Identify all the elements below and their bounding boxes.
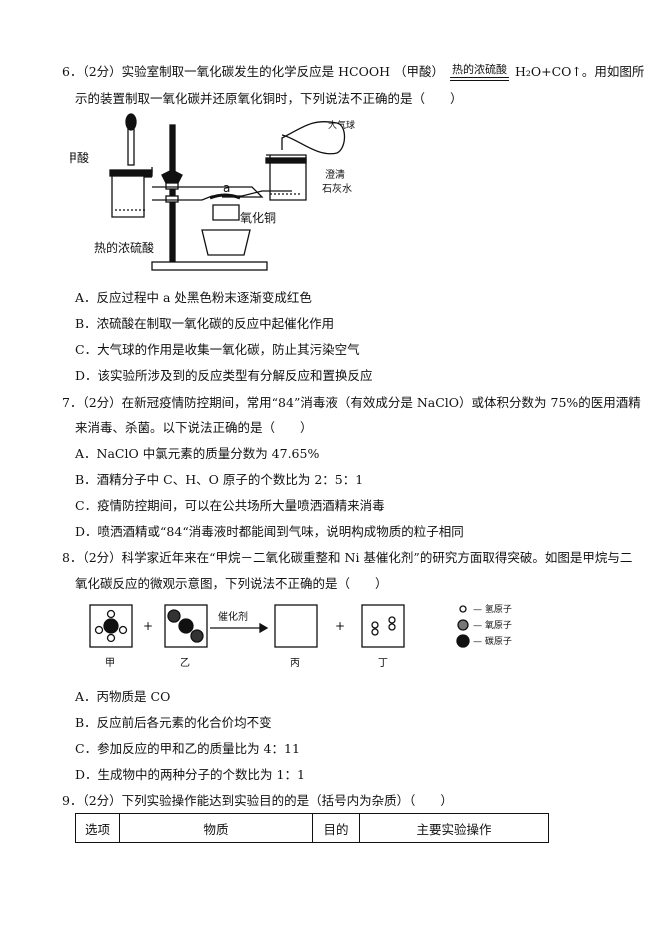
legend-hydrogen: — 氢原子 <box>473 603 512 615</box>
label-bing: 丙 <box>290 658 300 669</box>
q6-option-c: C．大气球的作用是收集一氧化碳，防止其污染空气 <box>75 342 360 357</box>
table-header-row: 选项 物质 目的 主要实验操作 <box>75 813 549 843</box>
q7-option-a: A．NaClO 中氯元素的质量分数为 47.65% <box>75 446 320 461</box>
q7-stem-line2: 来消毒、杀菌。以下说法正确的是（ ） <box>75 420 313 435</box>
q6-option-b: B．浓硫酸在制取一氧化碳的反应中起催化作用 <box>75 316 335 331</box>
q7-stem-line1: 7．（2分）在新冠疫情防控期间，常用“84”消毒液（有效成分是 NaClO）或体… <box>62 395 641 410</box>
q6-stem-line1: 6．（2分）实验室制取一氧化碳发生的化学反应是 HCOOH （甲酸） 热的浓硫酸… <box>62 64 644 81</box>
label-yi: 乙 <box>180 657 190 669</box>
q6-option-a: A．反应过程中 a 处黑色粉末逐渐变成红色 <box>75 290 312 305</box>
q6-suffix: 。用如图所 <box>581 64 645 79</box>
label-hot-acid: 热的浓硫酸 <box>94 240 154 255</box>
q8-stem-line1: 8．（2分）科学家近年来在“甲烷－二氧化碳重整和 Ni 基催化剂”的研究方面取得… <box>62 550 633 565</box>
q6-option-d: D．该实验所涉及到的反应类型有分解反应和置换反应 <box>75 368 373 383</box>
label-balloon: 大气球 <box>328 119 355 131</box>
q7-option-b: B．酒精分子中 C、H、O 原子的个数比为 2：5：1 <box>75 472 364 487</box>
header-purpose: 目的 <box>312 813 360 843</box>
condition-text: 热的浓硫酸 <box>449 63 509 78</box>
reaction-micro-diagram: + 催化剂 + 甲 乙 丙 丁 — 氢原子 — 氧原子 — 碳原子 <box>89 603 512 669</box>
label-jia: 甲 <box>105 658 115 669</box>
legend-carbon: — 碳原子 <box>473 635 512 647</box>
label-formic-acid: 甲酸 <box>70 150 89 165</box>
co-apparatus-figure: 甲酸 热的浓硫酸 a 氧化铜 大气球 澄清 石灰水 <box>70 113 355 271</box>
label-limewater-2: 石灰水 <box>322 182 352 195</box>
label-a: a <box>223 181 230 195</box>
q7-option-c: C．疫情防控期间，可以在公共场所大量喷洒酒精来消毒 <box>75 498 385 513</box>
label-ding: 丁 <box>378 658 388 669</box>
q6-products: H₂O+CO↑ <box>514 64 582 79</box>
q9-table: 选项 物质 目的 主要实验操作 <box>75 813 549 843</box>
q8-option-d: D．生成物中的两种分子的个数比为 1：1 <box>75 767 305 782</box>
label-copper-oxide: 氧化铜 <box>240 210 276 225</box>
q8-option-a: A．丙物质是 CO <box>75 689 171 704</box>
plus-sign-1: + <box>143 619 153 633</box>
q9-stem: 9．（2分）下列实验操作能达到实验目的的是（括号内为杂质）（ ） <box>62 793 453 808</box>
plus-sign-2: + <box>335 619 345 633</box>
q6-stem-line2: 示的装置制取一氧化碳并还原氧化铜时，下列说法不正确的是（ ） <box>75 91 463 106</box>
header-substance: 物质 <box>119 813 313 843</box>
q6-reactant: 6．（2分）实验室制取一氧化碳发生的化学反应是 HCOOH （甲酸） <box>62 64 444 79</box>
q8-option-c: C．参加反应的甲和乙的质量比为 4：11 <box>75 741 300 756</box>
reaction-condition: 热的浓硫酸 <box>449 63 509 81</box>
legend-oxygen: — 氧原子 <box>473 619 512 631</box>
q8-stem-line2: 氧化碳反应的微观示意图，下列说法不正确的是（ ） <box>75 576 388 591</box>
header-option: 选项 <box>75 813 120 843</box>
header-operation: 主要实验操作 <box>359 813 549 843</box>
label-limewater-1: 澄清 <box>325 168 345 181</box>
q7-option-d: D．喷洒酒精或“84“消毒液时都能闻到气味，说明构成物质的粒子相同 <box>75 524 464 539</box>
catalyst-label: 催化剂 <box>218 610 248 623</box>
q8-option-b: B．反应前后各元素的化合价均不变 <box>75 715 272 730</box>
